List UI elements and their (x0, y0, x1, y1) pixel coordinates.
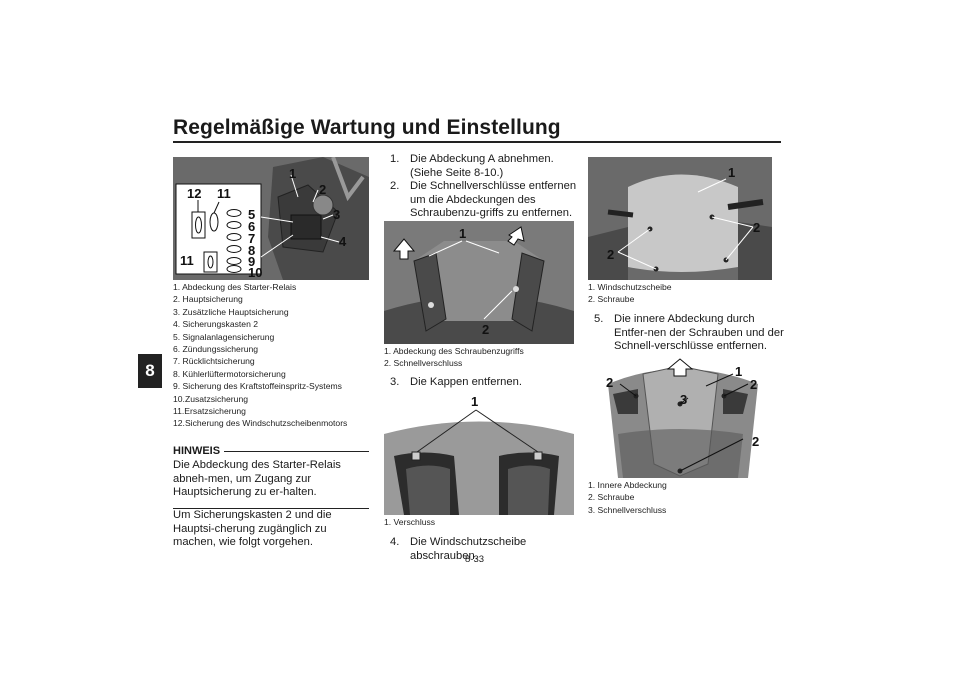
note-text: Die Abdeckung des Starter-Relais abneh-m… (173, 459, 341, 498)
fuse-label-8: 8 (248, 243, 255, 258)
inner-cover-label-2b: 2 (606, 375, 613, 390)
note-heading-text: HINWEIS (173, 445, 221, 457)
caption-item: 1. Abdeckung des Schraubenzugriffs (384, 346, 524, 356)
fuse-label-9: 9 (248, 254, 255, 269)
step-number: 5. (594, 313, 604, 325)
caption-item: 3. Zusätzliche Hauptsicherung (173, 306, 289, 317)
windshield-label-2b: 2 (607, 247, 614, 262)
step-5: 5. Die innere Abdeckung durch Entfer-nen… (588, 313, 784, 354)
step-5-row: 5. Die innere Abdeckung durch Entfer-nen… (588, 313, 784, 354)
fuse-label-4: 4 (339, 234, 347, 249)
fuse-label-2: 2 (319, 182, 326, 197)
windshield-label-2a: 2 (753, 220, 760, 235)
note-heading: HINWEIS (173, 445, 369, 457)
fuse-label-5: 5 (248, 207, 255, 222)
step-text: Die Kappen entfernen. (410, 376, 522, 388)
caption-item: 9. Sicherung des Kraftstoffeinspritz-Sys… (173, 381, 342, 392)
caption-item: 1. Windschutzscheibe (588, 282, 672, 292)
caption-item: 1. Abdeckung des Starter-Relais (173, 282, 297, 292)
page-title: Regelmäßige Wartung und Einstellung (173, 116, 561, 139)
caption-item: 4. Sicherungskasten 2 (173, 319, 259, 330)
step-number: 2. (390, 180, 400, 192)
step-1: 1. Die Abdeckung A abnehmen. (Siehe Seit… (384, 153, 580, 180)
note-end-rule (173, 507, 369, 509)
step-4: 4. Die Windschutzscheibe abschrauben. (384, 536, 584, 563)
screw-cover-figure: 1 2 (384, 221, 574, 344)
fuse-label-12: 12 (187, 186, 201, 201)
caption-item: 8. Kühlerlüftermotorsicherung (173, 368, 286, 379)
inner-cover-captions: 1. Innere Abdeckung 2. Schraube 3. Schne… (588, 479, 772, 516)
caption-item: 6. Zündungssicherung (173, 344, 259, 355)
inner-cover-figure: 1 2 2 3 2 (588, 354, 772, 478)
fuse-label-3: 3 (333, 207, 340, 222)
step-3-row: 3. Die Kappen entfernen. (384, 376, 580, 390)
steps-1-2: 1. Die Abdeckung A abnehmen. (Siehe Seit… (384, 153, 580, 221)
caption-item: 11.Ersatzsicherung (173, 406, 246, 417)
note-heading-rule (224, 450, 369, 452)
caption-item: 2. Schnellverschluss (384, 358, 463, 369)
chapter-tab: 8 (138, 354, 162, 388)
caps-label-1: 1 (471, 394, 478, 409)
page-number: 8-33 (465, 554, 485, 565)
caption-item: 1. Innere Abdeckung (588, 480, 667, 490)
caption-item: 2. Schraube (588, 492, 635, 503)
step-2: 2. Die Schnellverschlüsse entfernen um d… (384, 180, 580, 221)
screw-cover-captions: 1. Abdeckung des Schraubenzugriffs 2. Sc… (384, 345, 580, 370)
windshield-captions: 1. Windschutzscheibe 2. Schraube (588, 281, 772, 306)
fuse-label-7: 7 (248, 231, 255, 246)
caption-item: 7. Rücklichtsicherung (173, 356, 255, 367)
fuse-label-10: 10 (248, 265, 262, 280)
caption-item: 5. Signalanlagensicherung (173, 331, 275, 342)
caption-item: 2. Schraube (588, 294, 635, 305)
windshield-label-1: 1 (728, 165, 735, 180)
fuse-label-11b: 11 (180, 253, 194, 268)
screw-cover-label-2: 2 (482, 322, 489, 337)
inner-cover-label-2c: 2 (752, 434, 759, 449)
caption-item: 12.Sicherung des Windschutzscheibenmotor… (173, 418, 348, 429)
fuse-label-11a: 11 (217, 186, 231, 201)
caps-figure: 1 (384, 394, 574, 515)
caption-item: 2. Hauptsicherung (173, 294, 243, 305)
header-rule (173, 141, 781, 143)
step-number: 4. (390, 536, 400, 548)
fuse-label-6: 6 (248, 219, 255, 234)
after-note-text: Um Sicherungskasten 2 und die Hauptsi-ch… (173, 509, 332, 548)
fuse-label-1: 1 (289, 166, 296, 181)
fuse-diagram-figure: 12 11 11 5 6 7 8 9 10 1 2 3 4 (173, 157, 369, 280)
screw-cover-label-1: 1 (459, 226, 466, 241)
note-block: HINWEIS Die Abdeckung des Starter-Relais… (173, 445, 369, 509)
caption-item: 10.Zusatzsicherung (173, 393, 248, 404)
windshield-figure: 1 2 2 (588, 157, 772, 280)
step-3: 3. Die Kappen entfernen. (384, 376, 580, 390)
step-text: Die Schnellverschlüsse entfernen um die … (410, 180, 577, 219)
fuse-caption-list: 1. Abdeckung des Starter-Relais 2. Haupt… (173, 281, 373, 430)
caps-captions: 1. Verschluss (384, 516, 580, 528)
step-text: Die innere Abdeckung durch Entfer-nen de… (614, 313, 784, 352)
caption-item: 3. Schnellverschluss (588, 504, 667, 515)
step-4-row: 4. Die Windschutzscheibe abschrauben. (384, 536, 584, 563)
inner-cover-label-2a: 2 (750, 377, 757, 392)
step-number: 1. (390, 153, 400, 165)
step-text: Die Abdeckung A abnehmen. (Siehe Seite 8… (410, 153, 554, 179)
step-text: Die Windschutzscheibe abschrauben. (410, 536, 527, 562)
step-number: 3. (390, 376, 400, 388)
inner-cover-label-1: 1 (735, 364, 742, 379)
inner-cover-label-3: 3 (680, 392, 687, 407)
caption-item: 1. Verschluss (384, 517, 436, 527)
